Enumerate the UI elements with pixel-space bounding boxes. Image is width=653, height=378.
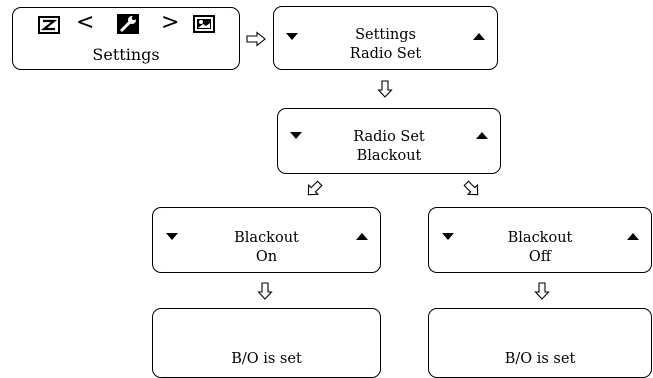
arrow-down-right-icon [463, 180, 479, 196]
confirm-off-screen: B/O is set [428, 308, 652, 378]
arrow-down-icon [257, 282, 273, 300]
blackout-on-screen: Blackout On [152, 207, 381, 273]
home-screen-label: Settings [92, 45, 160, 64]
settings-screen-line2: Radio Set [349, 46, 422, 62]
wrench-icon [117, 14, 139, 34]
arrow-down-icon [534, 282, 550, 300]
blackout-off-screen-line2: Off [528, 249, 552, 265]
radio-set-screen-line2: Blackout [356, 148, 422, 164]
scroll-up-icon[interactable] [473, 33, 485, 40]
arrow-right-icon [246, 31, 266, 47]
nav-right-chevron[interactable]: > [161, 10, 180, 35]
blackout-off-screen-line1: Blackout [507, 230, 573, 246]
scroll-down-icon[interactable] [290, 132, 302, 139]
confirm-off-screen-text: B/O is set [504, 351, 576, 367]
settings-screen-line1: Settings [355, 27, 416, 43]
home-screen: < > Settings [12, 7, 240, 70]
arrow-down-left-icon [307, 180, 323, 196]
scroll-down-icon[interactable] [442, 233, 454, 240]
scroll-down-icon[interactable] [286, 33, 298, 40]
arrow-down-icon [377, 80, 393, 98]
scroll-up-icon[interactable] [476, 132, 488, 139]
scroll-up-icon[interactable] [627, 233, 639, 240]
settings-screen: Settings Radio Set [273, 6, 498, 70]
blackout-on-screen-line2: On [255, 249, 278, 265]
boxed-z-icon [38, 16, 60, 34]
nav-left-chevron[interactable]: < [76, 10, 95, 35]
radio-set-screen-line1: Radio Set [353, 129, 425, 145]
scroll-up-icon[interactable] [356, 233, 368, 240]
picture-icon [193, 15, 215, 33]
scroll-down-icon[interactable] [166, 233, 178, 240]
confirm-on-screen-text: B/O is set [231, 351, 302, 367]
blackout-on-screen-line1: Blackout [234, 230, 299, 246]
blackout-off-screen: Blackout Off [428, 207, 652, 273]
radio-set-screen: Radio Set Blackout [277, 108, 501, 174]
confirm-on-screen: B/O is set [152, 308, 381, 378]
